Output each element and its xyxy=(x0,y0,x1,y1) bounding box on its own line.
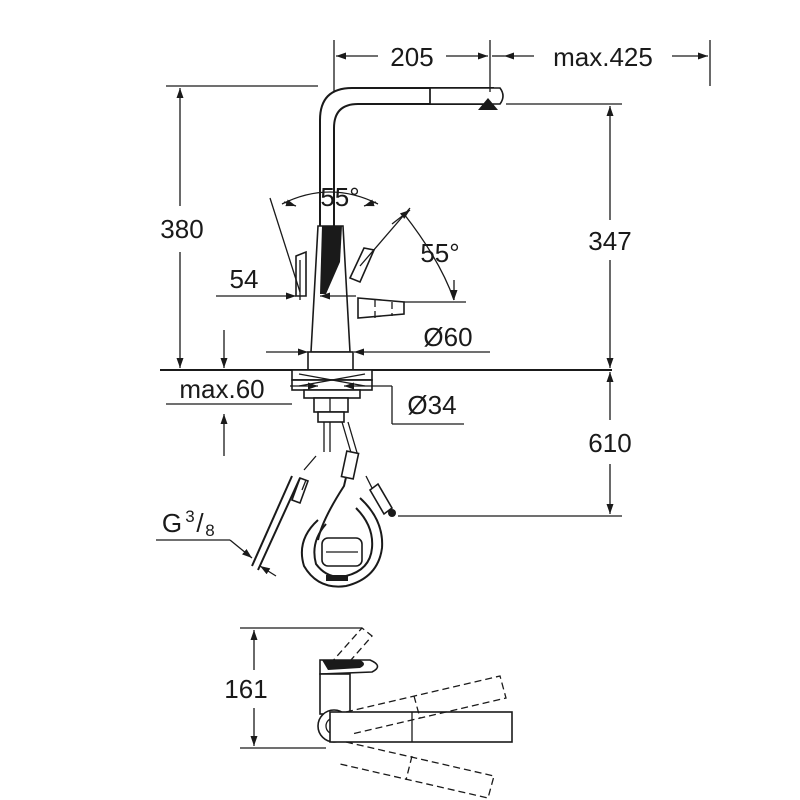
total-height-label: 380 xyxy=(160,214,203,244)
deck-thickness-label: max.60 xyxy=(179,374,264,404)
reach-label: 205 xyxy=(390,42,433,72)
connection-label: G xyxy=(162,508,182,538)
faucet-side-view xyxy=(160,87,612,588)
dimension-lines xyxy=(156,40,711,577)
spout-height-label: 347 xyxy=(588,226,631,256)
top-view-height-label: 161 xyxy=(224,674,267,704)
faucet-top-view xyxy=(240,627,513,799)
lever-angle-right-label: 55° xyxy=(420,238,459,268)
dimension-labels: 205 max.425 380 347 55° 55° 54 Ø60 max.6… xyxy=(160,42,653,704)
lever-offset-label: 54 xyxy=(230,264,259,294)
lever-angle-top-label: 55° xyxy=(320,182,359,212)
connection-numerator: 3 xyxy=(185,507,194,526)
hole-diameter-label: Ø34 xyxy=(407,390,456,420)
connection-slash: / xyxy=(196,508,204,538)
connection-denominator: 8 xyxy=(205,521,214,540)
hose-length-label: 610 xyxy=(588,428,631,458)
base-diameter-label: Ø60 xyxy=(423,322,472,352)
pullout-label: max.425 xyxy=(553,42,653,72)
